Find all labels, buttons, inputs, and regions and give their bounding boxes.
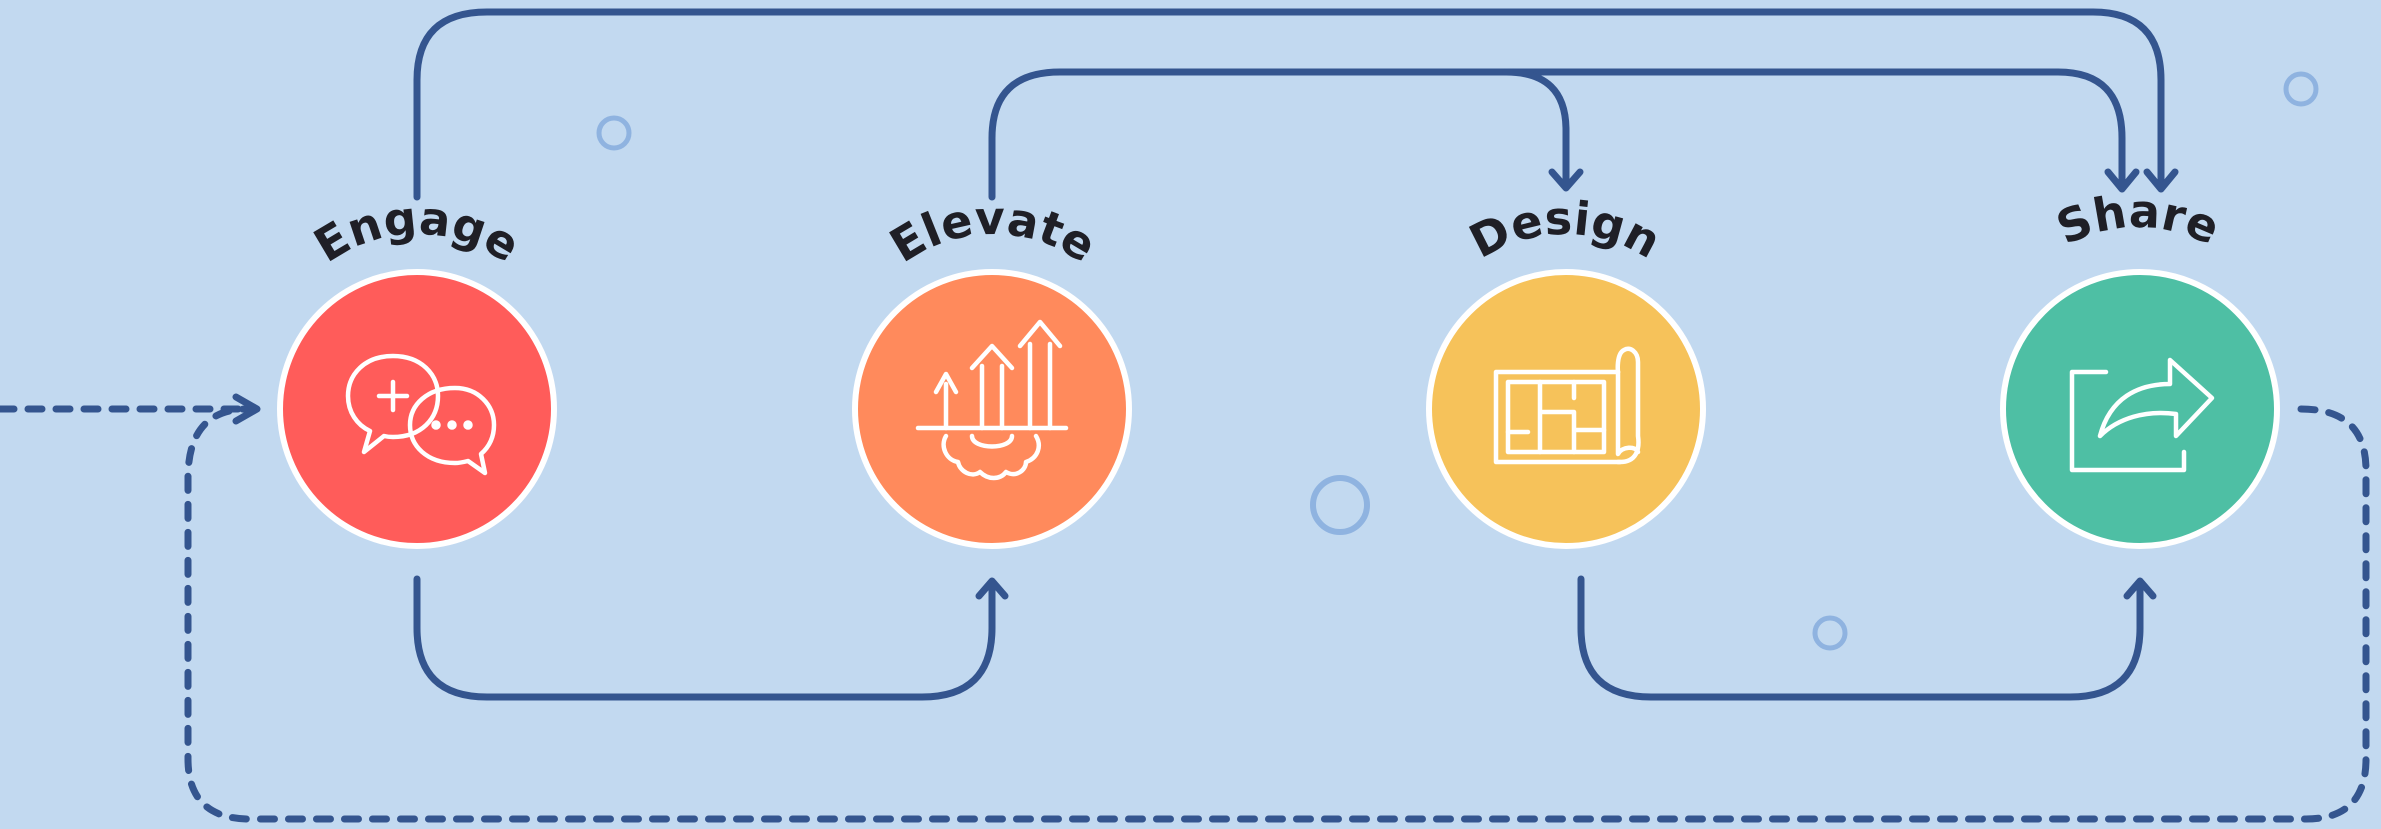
connector-engage-to-share — [413, 8, 2179, 201]
blueprint-icon — [1493, 346, 1641, 465]
decorative-circles — [596, 71, 2319, 651]
engage-circle — [277, 269, 557, 549]
step-label-engage: Engage — [305, 190, 529, 272]
arrows-up-gear-icon — [915, 319, 1069, 481]
decor-circle — [1310, 475, 1370, 535]
chat-bubbles-icon — [345, 353, 497, 476]
step-label-elevate: Elevate — [881, 191, 1106, 273]
decor-circle — [1812, 615, 1848, 651]
connector-elevate-to-share — [988, 68, 2140, 201]
step-label-share: Share — [2049, 184, 2228, 255]
connector-design-to-share — [1577, 575, 2157, 701]
decor-circle — [596, 115, 632, 151]
step-share — [2000, 269, 2280, 549]
step-design — [1426, 269, 1706, 549]
connector-engage-to-elevate — [413, 575, 1009, 701]
decor-circle — [2283, 71, 2319, 107]
step-label-design: Design — [1461, 191, 1670, 269]
connector-branch-to-design — [1502, 68, 1584, 192]
dashed-loop-arrowhead — [232, 393, 261, 425]
share-circle — [2000, 269, 2280, 549]
dashed-return-loop — [0, 405, 2370, 823]
elevate-circle — [852, 269, 1132, 549]
design-circle — [1426, 269, 1706, 549]
step-engage — [277, 269, 557, 549]
share-arrow-icon — [2069, 357, 2215, 473]
step-elevate — [852, 269, 1132, 549]
